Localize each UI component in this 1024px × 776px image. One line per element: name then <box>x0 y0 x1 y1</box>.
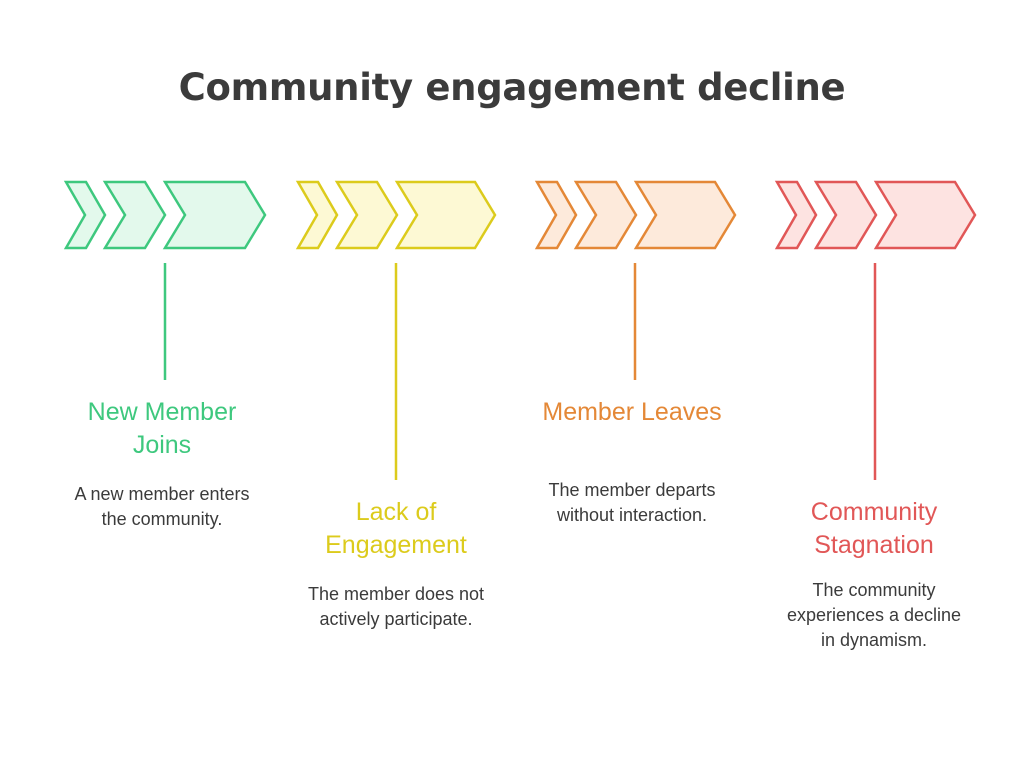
chevron-small <box>295 180 339 250</box>
stage-new-member-joins: New Member Joins A new member enters the… <box>62 396 262 529</box>
chevron-medium <box>334 180 399 250</box>
stage-description: The member departs without interaction. <box>548 480 716 525</box>
stage-title: New Member Joins <box>87 398 237 459</box>
chevron-group-new-member-joins <box>63 180 267 380</box>
chevron-large <box>633 180 737 250</box>
chevron-large <box>394 180 497 250</box>
stage-title: Lack of Engagement <box>325 498 467 559</box>
chevron-large <box>873 180 977 250</box>
stage-lack-of-engagement: Lack of Engagement The member does not a… <box>296 496 496 629</box>
chevron-small <box>774 180 818 250</box>
chevron-group-community-stagnation <box>774 180 977 480</box>
stage-description: A new member enters the community. <box>74 484 250 529</box>
chevron-large <box>162 180 267 250</box>
stage-community-stagnation: Community Stagnation The community exper… <box>774 496 974 650</box>
chevron-group-lack-of-engagement <box>295 180 497 480</box>
chevron-group-member-leaves <box>534 180 737 380</box>
chevron-small <box>63 180 107 250</box>
chevron-medium <box>813 180 878 250</box>
chevron-small <box>534 180 578 250</box>
stage-title: Member Leaves <box>542 398 722 426</box>
chevron-medium <box>102 180 167 250</box>
chevron-medium <box>573 180 638 250</box>
stage-description: The member does not actively participate… <box>307 584 485 629</box>
stage-description: The community experiences a decline in d… <box>786 580 962 650</box>
stage-title: Community Stagnation <box>810 498 938 559</box>
stage-member-leaves: Member Leaves The member departs without… <box>532 396 732 525</box>
diagram-title: Community engagement decline <box>178 66 846 109</box>
